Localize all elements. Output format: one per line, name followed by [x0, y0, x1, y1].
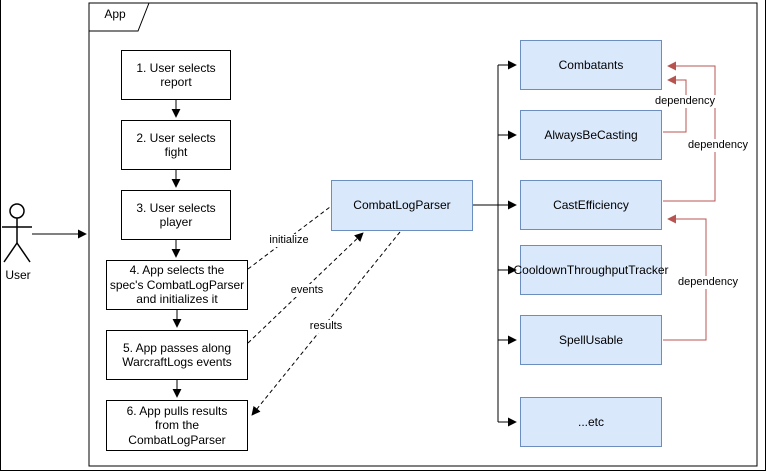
step-box-1: 1. User selects report [121, 50, 231, 100]
initialize-edge-label: initialize [267, 234, 311, 247]
step-box-5: 5. App passes along WarcraftLogs events [106, 330, 248, 380]
module-box-combatants: Combatants [520, 40, 662, 90]
results-edge-label: results [307, 320, 345, 333]
dependency-label-alwaysbecasting: dependency [653, 95, 717, 108]
user-actor-label: User [5, 268, 31, 282]
dependency-label-castefficiency: dependency [686, 139, 750, 152]
module-box-spellusable: SpellUsable [520, 315, 662, 365]
module-box-etc: ...etc [520, 397, 662, 447]
app-frame-tab [89, 2, 150, 32]
module-box-alwaysbecasting: AlwaysBeCasting [520, 110, 662, 160]
parser-fanout-trunk [473, 65, 499, 422]
step-box-3: 3. User selects player [121, 190, 231, 240]
step-box-2: 2. User selects fight [121, 120, 231, 170]
dependency-label-spellusable: dependency [676, 276, 740, 289]
app-frame-border [88, 2, 758, 467]
step-box-4: 4. App selects the spec's CombatLogParse… [106, 260, 248, 310]
dependency-edge-castefficiency-combatants [663, 61, 716, 202]
combatlogparser-box: CombatLogParser [331, 180, 473, 231]
module-box-cooldownthroughputtracker: CooldownThroughputTracker [514, 245, 668, 295]
events-edge-label: events [288, 284, 326, 297]
results-edge [251, 231, 401, 416]
module-box-castefficiency: CastEfficiency [520, 180, 662, 230]
user-actor-icon [2, 203, 32, 263]
app-frame-label: App [104, 7, 126, 21]
step-box-6: 6. App pulls results from the CombatLogP… [106, 400, 248, 451]
